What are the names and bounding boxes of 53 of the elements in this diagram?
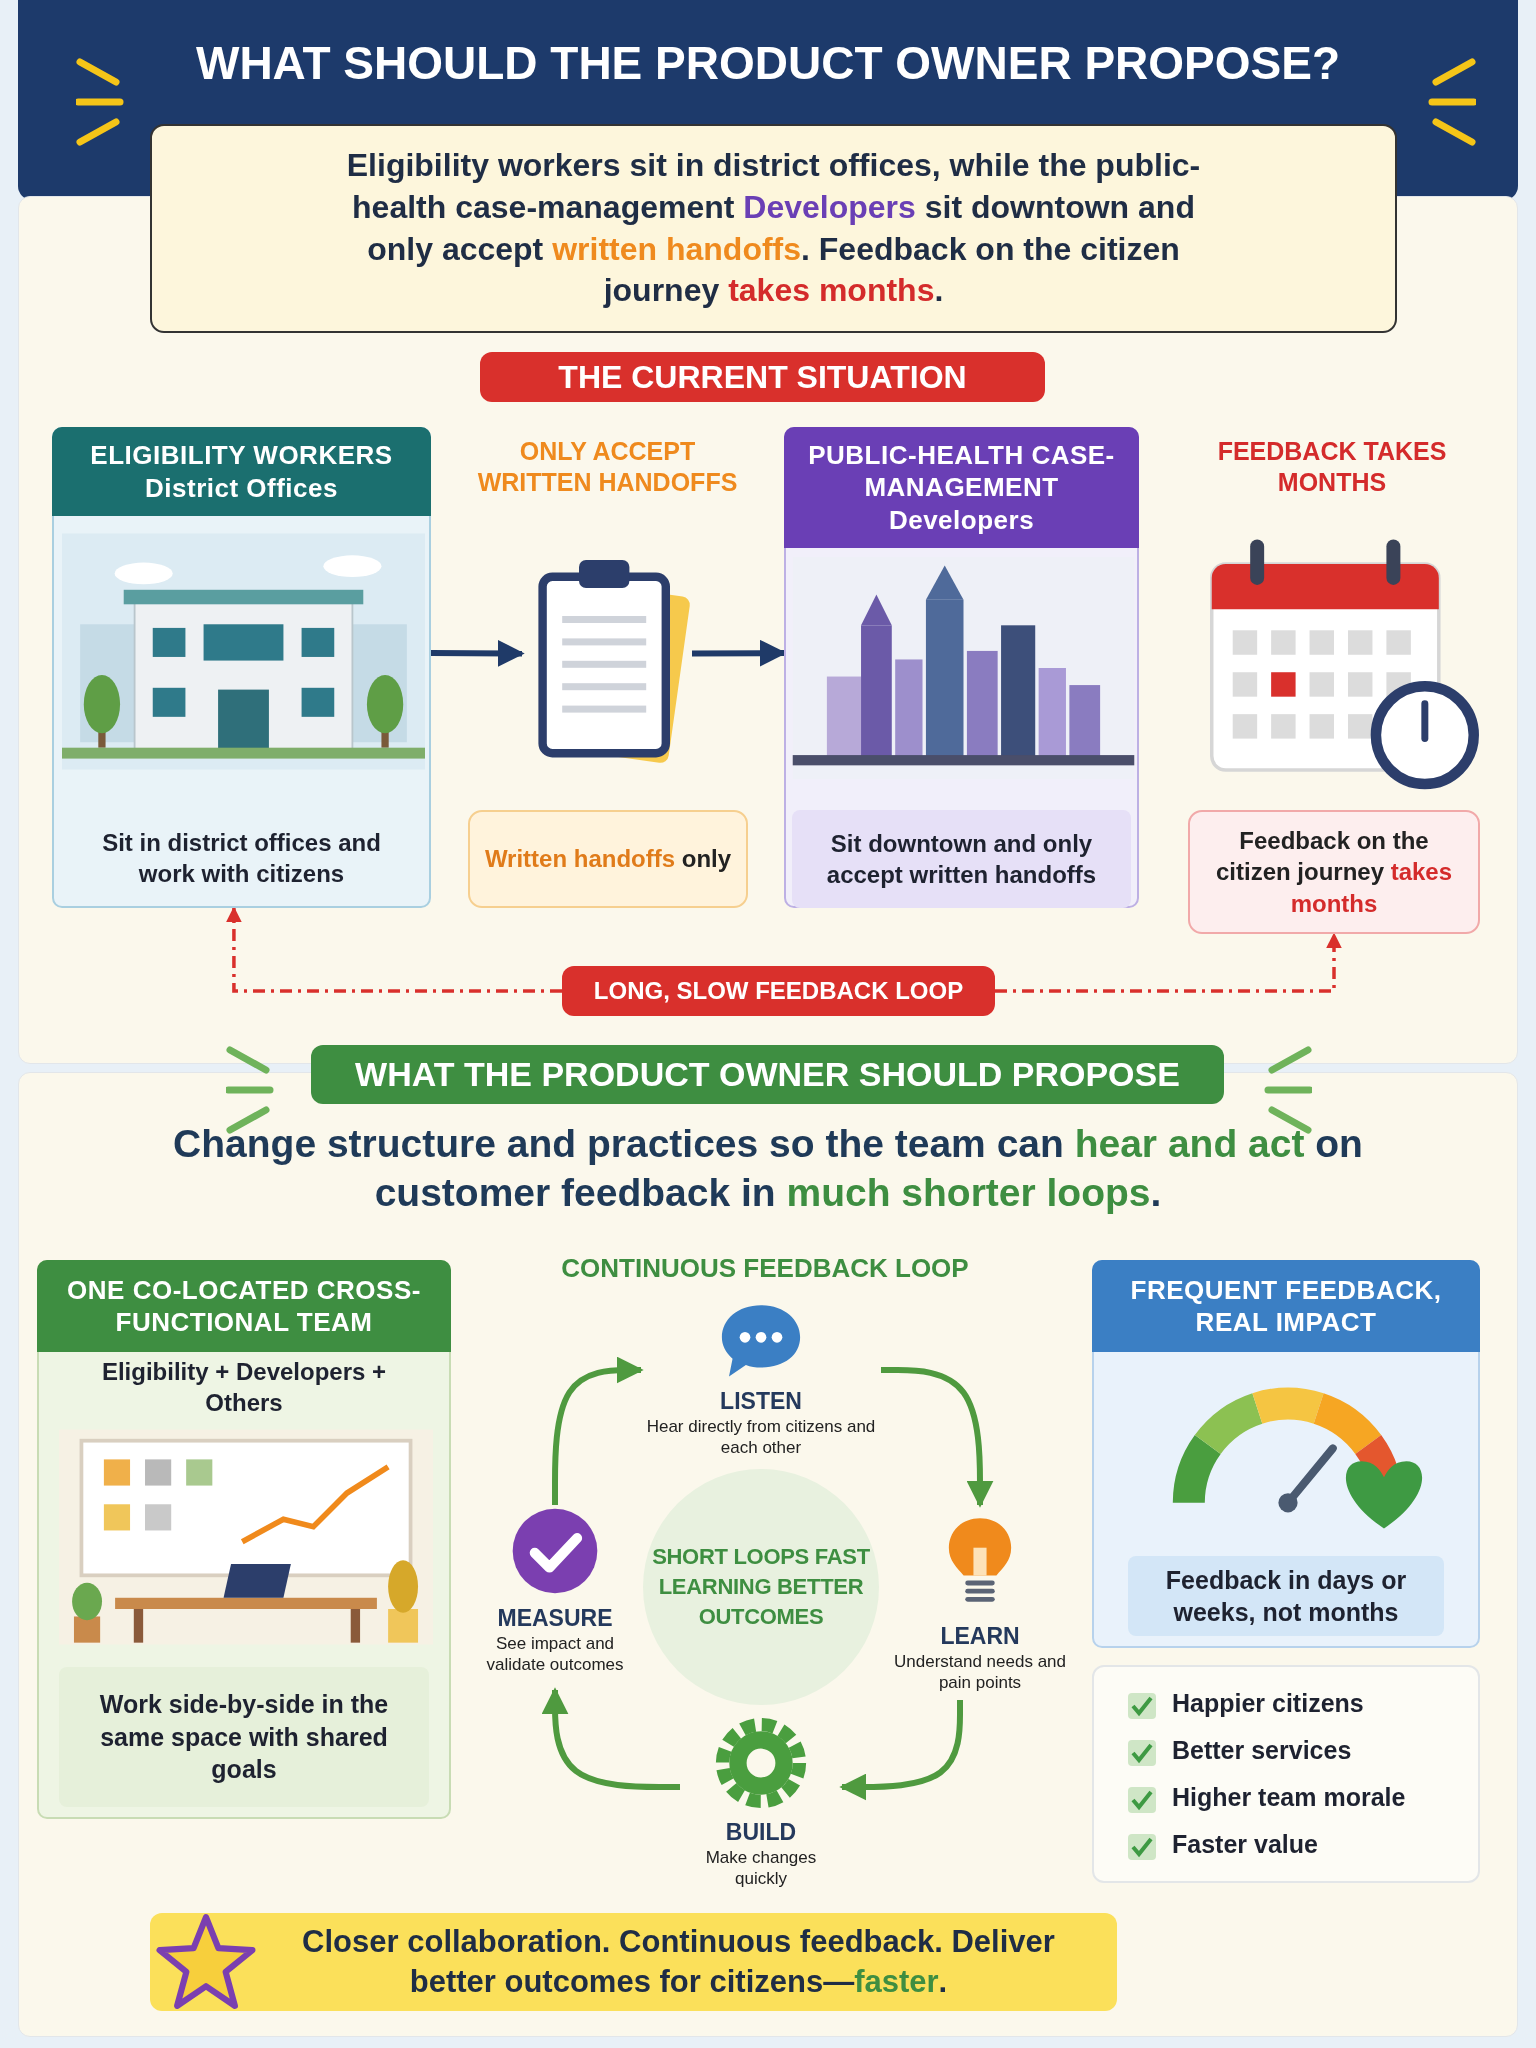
benefit-item: Happier citizens <box>1172 1689 1364 1718</box>
dashed-arrow <box>995 932 1342 993</box>
step-title: MEASURE <box>496 1605 614 1632</box>
title: WHAT SHOULD THE PRODUCT OWNER PROPOSE? <box>195 36 1341 91</box>
step-description: Understand needs and pain points <box>893 1651 1067 1694</box>
dashed-arrow <box>226 906 562 993</box>
section-header: THE CURRENT SITUATION <box>480 352 1045 402</box>
box-text: Written handoffs only <box>484 844 732 875</box>
description-box: Sit downtown and only accept written handoffs <box>792 810 1131 908</box>
arrow <box>541 1687 680 1790</box>
loop-heading: CONTINUOUS FEEDBACK LOOP <box>560 1252 970 1285</box>
card-subtitle: District Offices <box>145 471 338 504</box>
team-members: Eligibility + Developers + Others <box>100 1362 388 1412</box>
result-box: Feedback in days or weeks, not months <box>1128 1556 1444 1636</box>
arrow <box>881 1367 994 1508</box>
step-description: See impact and validate outcomes <box>485 1633 625 1676</box>
benefits-box <box>1092 1665 1480 1883</box>
closing-text: Closer collaboration. Continuous feedback. Deliver better outcomes for citizens—faster. <box>301 1922 1056 2001</box>
arrow <box>431 639 525 667</box>
description-box: Work side-by-side in the same space with shared goals <box>59 1667 429 1807</box>
closing-banner <box>150 1913 1117 2011</box>
card-title: ELIGIBILITY WORKERS <box>90 439 393 472</box>
card-title: ONE CO-LOCATED CROSS-FUNCTIONAL TEAM <box>66 1273 422 1339</box>
step-title: BUILD <box>724 1819 798 1846</box>
card-subtitle: Developers <box>888 503 1035 537</box>
benefit-item: Higher team morale <box>1172 1783 1406 1812</box>
info-card <box>1092 1260 1480 1648</box>
arrow <box>552 1356 644 1505</box>
section-header: WHAT THE PRODUCT OWNER SHOULD PROPOSE <box>311 1045 1224 1104</box>
box-text: Feedback on the citizen journey takes months <box>1214 826 1454 919</box>
info-card <box>37 1260 451 1819</box>
circle-text: SHORT LOOPS FAST LEARNING BETTER OUTCOMES <box>651 1543 871 1631</box>
box-text: Eligibility workers sit in district offices, while the public-health case-management Developers sit downtown and only accept written handoffs. Feedback on the citizen journey takes months. <box>345 146 1202 311</box>
card-title: PUBLIC-HEALTH CASE-MANAGEMENT <box>807 438 1116 504</box>
info-card <box>784 427 1139 908</box>
section-header: LONG, SLOW FEEDBACK LOOP <box>562 966 995 1016</box>
step-title: LISTEN <box>719 1388 803 1415</box>
benefit-item: Faster value <box>1172 1830 1318 1859</box>
column-heading: FEEDBACK TAKES MONTHS <box>1216 436 1448 499</box>
subheading: Change structure and practices so the team can hear and act on customer feedback in much shorter loops. <box>172 1121 1364 1216</box>
note-box <box>1188 810 1480 934</box>
arrow <box>839 1700 963 1801</box>
step-description: Make changes quickly <box>704 1847 818 1890</box>
benefit-item: Better services <box>1172 1736 1352 1765</box>
note-box <box>468 810 748 908</box>
card-text: Sit in district offices and work with citizens <box>101 827 382 889</box>
column-heading: ONLY ACCEPT WRITTEN HANDOFFS <box>476 436 739 499</box>
step-description: Hear directly from citizens and each other <box>645 1416 877 1459</box>
arrow <box>692 639 787 667</box>
card-title: FREQUENT FEEDBACK, REAL IMPACT <box>1129 1273 1443 1339</box>
step-title: LEARN <box>939 1623 1021 1650</box>
intro-box <box>150 124 1397 333</box>
info-card <box>52 427 431 908</box>
